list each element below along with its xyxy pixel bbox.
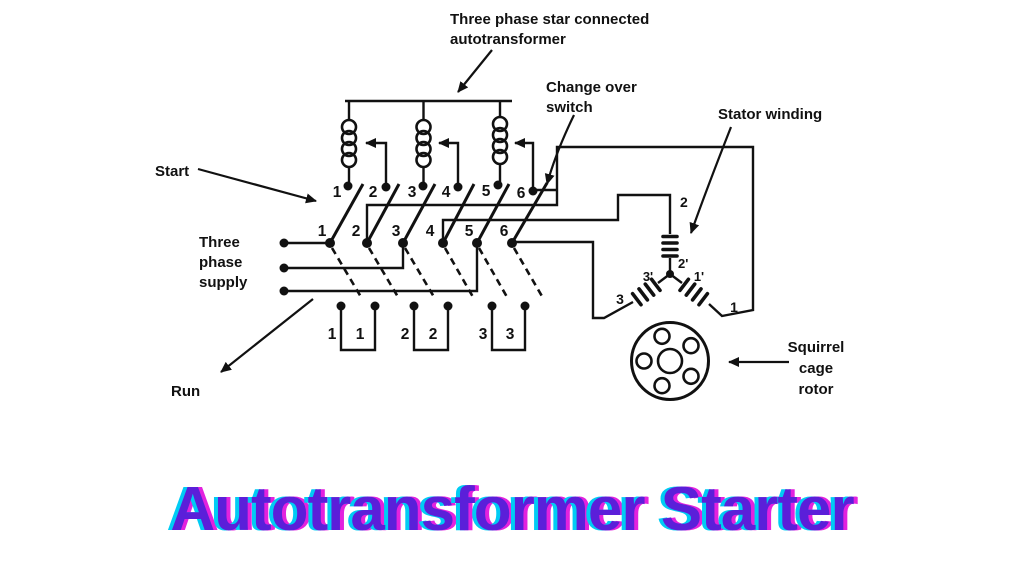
- supply-label-line2: phase: [199, 254, 242, 271]
- run-link-1b: 1: [356, 326, 365, 343]
- run-link-3b: 3: [506, 326, 515, 343]
- page-title: Autotransformer Starter: [170, 475, 854, 544]
- stator-terminal-2: 2: [680, 194, 688, 210]
- autotransformer-coil-3: [491, 101, 535, 191]
- supply-label-line3: supply: [199, 274, 248, 291]
- switch-blades-start: [328, 182, 549, 244]
- stator-terminal-2p: 2': [678, 256, 688, 271]
- stator-terminal-3p: 3': [643, 269, 653, 284]
- run-arrow: [220, 298, 314, 373]
- pole-1: 1: [318, 223, 327, 240]
- stator-star-winding: 2 2' 3' 1' 3 1: [616, 194, 738, 315]
- start-label: Start: [155, 163, 189, 180]
- run-contact-links: [336, 301, 530, 352]
- stator-terminal-1: 1: [730, 299, 738, 315]
- pole2-to-motor-wire: [365, 145, 755, 318]
- changeover-label-line1: Change over: [546, 79, 637, 96]
- supply-leads: [279, 238, 479, 296]
- run-link-2a: 2: [401, 326, 410, 343]
- stator-terminal-3: 3: [616, 291, 624, 307]
- start-contact-3: 3: [408, 184, 417, 201]
- start-arrow: [197, 167, 317, 204]
- pole-4: 4: [426, 223, 435, 240]
- start-contact-dots: [343, 180, 538, 196]
- switch-blades-run: [330, 247, 545, 299]
- autotransformer-coil-2: [415, 101, 460, 187]
- coil-3-tap-arrow: [514, 138, 535, 191]
- stator-phase-left: [630, 273, 671, 307]
- run-link-1a: 1: [328, 326, 337, 343]
- annotations: Three phase star connected autotransform…: [155, 11, 844, 400]
- contact-numbers: 1 2 3 4 5 6 1 2 3 4 5 6 1 1 2 2 3 3: [318, 183, 526, 343]
- pole-3: 3: [392, 223, 401, 240]
- autotransformer-label-line1: Three phase star connected: [450, 11, 649, 28]
- pole4-to-motor-wire: [441, 193, 672, 243]
- start-contact-5: 5: [482, 183, 491, 200]
- squirrel-cage-rotor: [630, 321, 710, 401]
- autotransformer-arrow: [457, 49, 493, 93]
- start-contact-2: 2: [369, 184, 378, 201]
- autotransformer-bank: [340, 99, 535, 191]
- pole-2: 2: [352, 223, 361, 240]
- pole6-to-motor-wire: [512, 240, 634, 320]
- stator-phase-right: [669, 273, 710, 307]
- start-contact-4: 4: [442, 184, 451, 201]
- rotor-label-line3: rotor: [799, 381, 834, 398]
- coil-1-tap-arrow: [365, 138, 388, 187]
- start-contact-6: 6: [517, 185, 526, 202]
- stator-phase-top: [661, 234, 679, 274]
- supply-label-line1: Three: [199, 234, 240, 251]
- pole-5: 5: [465, 223, 474, 240]
- stator-winding-arrow: [689, 126, 733, 234]
- stator-winding-label: Stator winding: [718, 106, 822, 123]
- coil-2-tap-arrow: [438, 138, 460, 187]
- autotransformer-label-line2: autotransformer: [450, 31, 566, 48]
- run-link-3a: 3: [479, 326, 488, 343]
- rotor-label-line1: Squirrel: [788, 339, 845, 356]
- changeover-arrow: [544, 114, 575, 185]
- run-label: Run: [171, 383, 200, 400]
- motor-feed-wiring: [365, 145, 755, 320]
- changeover-label-line2: switch: [546, 99, 593, 116]
- autotransformer-coil-1: [340, 101, 388, 187]
- stator-terminal-1p: 1': [694, 269, 704, 284]
- pole-6: 6: [500, 223, 509, 240]
- run-link-2b: 2: [429, 326, 438, 343]
- rotor-label-line2: cage: [799, 360, 833, 377]
- start-contact-1: 1: [333, 184, 342, 201]
